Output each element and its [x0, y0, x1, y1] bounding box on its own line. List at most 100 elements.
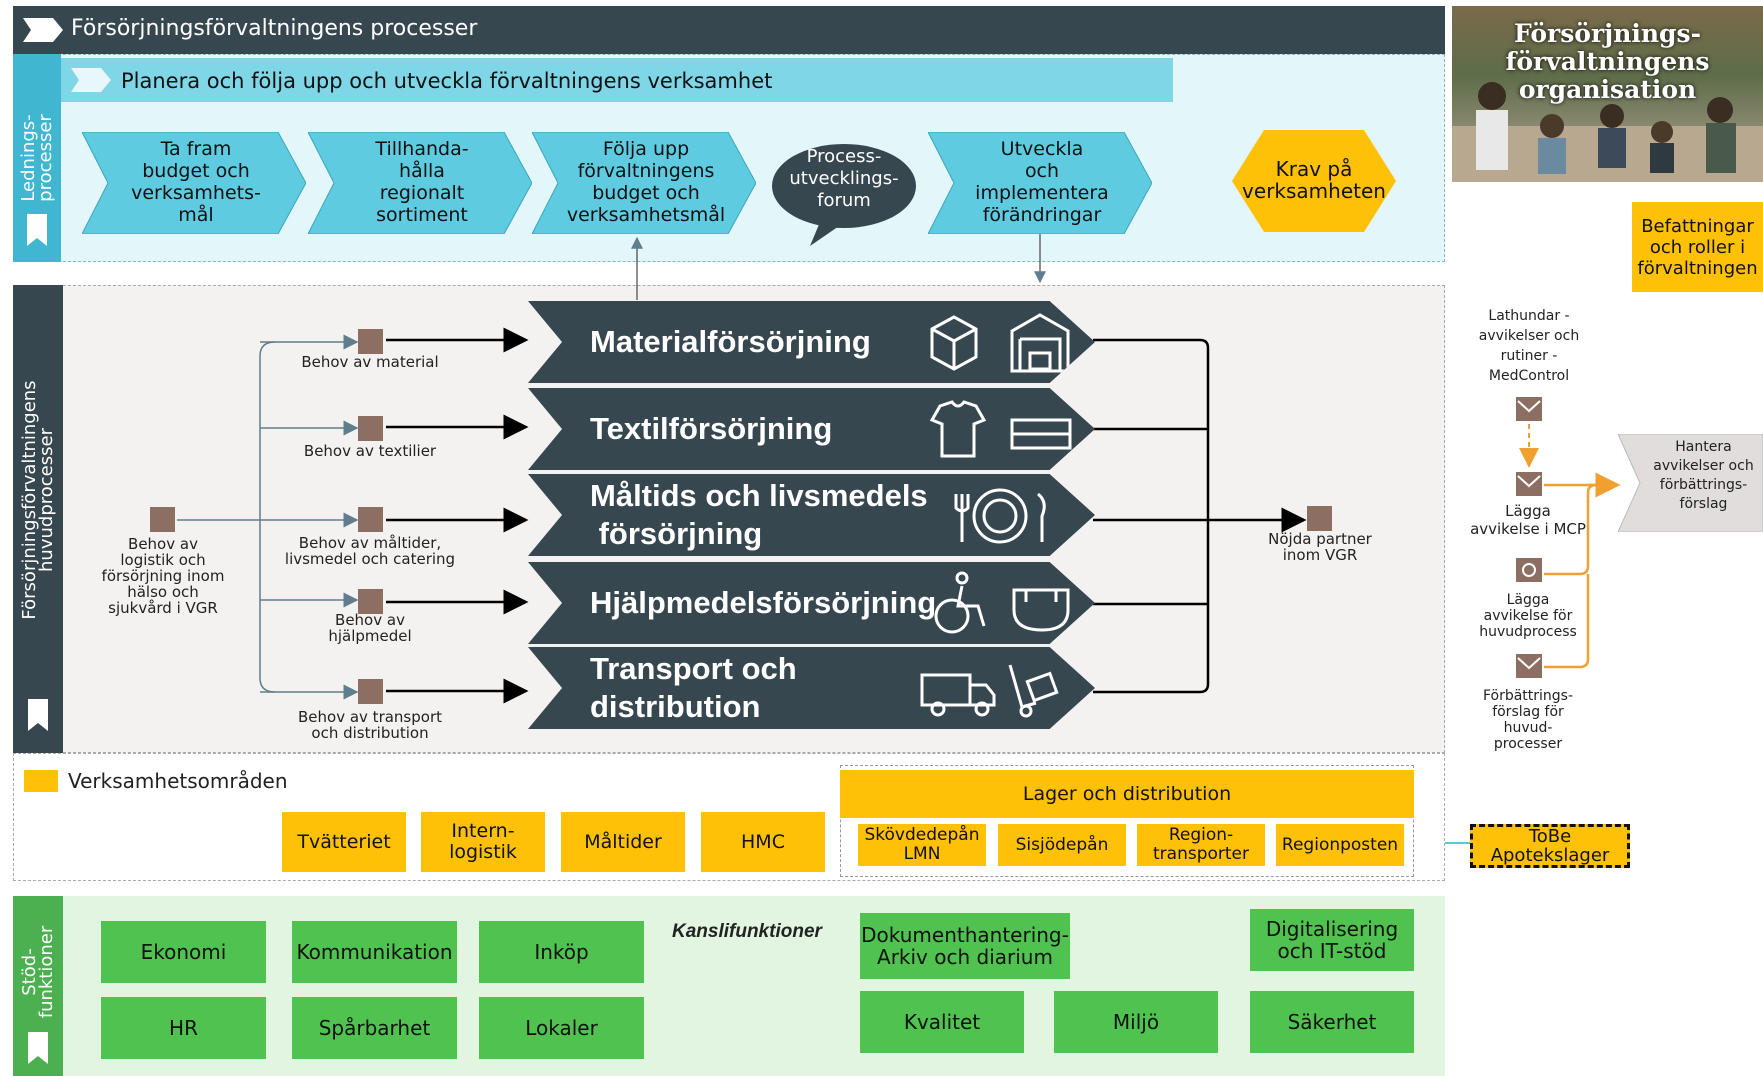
bookmark-icon — [28, 699, 48, 731]
output-label: Nöjda partner inom VGR — [1268, 530, 1372, 564]
stod-item[interactable]: Digitalisering och IT-stöd — [1250, 909, 1414, 971]
stod-side-label: Stöd- funktioner — [19, 925, 57, 1018]
ledning-header: Planera och följa upp och utveckla förva… — [61, 58, 1173, 102]
process-1[interactable]: Materialförsörjning — [528, 301, 1095, 383]
forbattring-label: Förbättrings- förslag för huvud- process… — [1482, 688, 1574, 752]
ledning-step-label: Följa upp förvaltningens budget och verk… — [566, 138, 726, 226]
bookmark-icon — [27, 214, 47, 246]
process-label: Måltids och livsmedels försörjning — [590, 478, 928, 551]
need-marker — [358, 507, 383, 532]
process-label: Materialförsörjning — [590, 324, 871, 359]
ledning-step-label: Tillhanda- hålla regionalt sortiment — [375, 138, 469, 226]
envelope-icon[interactable] — [1516, 397, 1542, 421]
truck-dolly-icon — [920, 664, 1059, 718]
ledning-side: Lednings- processer — [13, 54, 61, 262]
lager-unit[interactable]: Regionposten — [1276, 824, 1404, 866]
chevron-shape — [1618, 434, 1763, 532]
stod-item[interactable]: Säkerhet — [1250, 991, 1414, 1053]
stod-item[interactable]: HR — [101, 997, 266, 1059]
need-marker — [358, 679, 383, 704]
hantera-label: Hantera avvikelser och förbättrings- för… — [1653, 439, 1754, 512]
lager-unit[interactable]: Skövdedepån LMN — [858, 824, 986, 866]
chevron-shape — [928, 132, 1152, 234]
stod-item[interactable]: Kvalitet — [860, 991, 1024, 1053]
stod-side: Stöd- funktioner — [13, 896, 63, 1076]
input-label: Behov av logistik och försörjning inom h… — [101, 535, 225, 617]
input-marker — [150, 507, 175, 532]
huvud-side: Försörjningsförvaltningens huvudprocesse… — [13, 285, 63, 753]
lagga-mcp-label: Lägga avvikelse i MCP — [1470, 502, 1586, 538]
speech-bubble-icon — [772, 144, 916, 246]
tshirt-linen-icon — [929, 400, 1072, 458]
lathund-label: Lathundar - avvikelser och rutiner - Med… — [1478, 308, 1580, 384]
people-photo-icon — [1452, 82, 1763, 182]
huvud-side-label: Försörjningsförvaltningens huvudprocesse… — [19, 380, 57, 620]
ledning-step[interactable]: Ta fram budget och verksamhets- mål — [82, 132, 306, 234]
lager-group — [840, 765, 1414, 877]
chevron-icon — [71, 68, 111, 92]
process-5[interactable]: Transport och distribution — [528, 647, 1095, 729]
stod-item[interactable]: Spårbarhet — [292, 997, 457, 1059]
verksamhet-unit[interactable]: Tvätteriet — [282, 812, 406, 872]
kansli-label: Kanslifunktioner — [672, 921, 822, 942]
ledning-title: Planera och följa upp och utveckla förva… — [121, 69, 773, 93]
process-label: Textilförsörjning — [590, 411, 833, 446]
ledning-step[interactable]: Tillhanda- hålla regionalt sortiment — [308, 132, 532, 234]
lagga-huvud-label: Lägga avvikelse för huvudprocess — [1479, 592, 1577, 640]
process-3[interactable]: Måltids och livsmedels försörjning — [528, 474, 1095, 556]
page-title: Försörjningsförvaltningens processer — [71, 16, 478, 41]
ledning-step-label: Ta fram budget och verksamhets- mål — [131, 138, 261, 226]
ledning-side-label: Lednings- processer — [18, 114, 56, 202]
plate-cutlery-icon — [954, 488, 1046, 544]
hantera-box[interactable]: Hantera avvikelser och förbättrings- för… — [1618, 434, 1763, 532]
need-label: Behov av måltider, livsmedel och caterin… — [284, 534, 456, 568]
krav-label: Krav på verksamheten — [1242, 157, 1386, 203]
stod-item[interactable]: Ekonomi — [101, 921, 266, 983]
need-label: Behov av material — [301, 353, 439, 371]
chevron-icon — [23, 18, 63, 42]
need-label: Behov av textilier — [303, 442, 437, 460]
process-label: Hjälpmedelsförsörjning — [590, 585, 937, 620]
tobe-box: ToBe Apotekslager — [1470, 824, 1630, 868]
ledning-step[interactable]: Följa upp förvaltningens budget och verk… — [532, 132, 756, 234]
verksamhet-unit[interactable]: HMC — [701, 812, 825, 872]
envelope-icon[interactable] — [1516, 472, 1542, 496]
lager-unit[interactable]: Region- transporter — [1137, 824, 1265, 866]
stod-item[interactable]: Lokaler — [479, 997, 644, 1059]
verksamhet-unit[interactable]: Intern- logistik — [421, 812, 545, 872]
process-4[interactable]: Hjälpmedelsförsörjning — [528, 562, 1095, 644]
need-marker — [358, 589, 383, 614]
gear-envelope-icon[interactable] — [1516, 558, 1542, 582]
header-bar: Försörjningsförvaltningens processer — [13, 6, 1445, 54]
stod-item[interactable]: Dokumenthantering- Arkiv och diarium — [860, 913, 1070, 979]
stod-item[interactable]: Inköp — [479, 921, 644, 983]
wheelchair-diaper-icon — [934, 571, 1070, 634]
need-label: Behov av transport och distribution — [298, 708, 442, 742]
stod-item[interactable]: Miljö — [1054, 991, 1218, 1053]
process-2[interactable]: Textilförsörjning — [528, 388, 1095, 470]
forum-bubble: Process- utvecklings- forum — [770, 142, 918, 246]
ledning-step[interactable]: Utveckla och implementera förändringar — [928, 132, 1152, 234]
krav-box: Krav på verksamheten — [1232, 130, 1396, 232]
forum-label: Process- utvecklings- forum — [789, 146, 899, 211]
chevron-shape — [532, 132, 756, 234]
box-warehouse-icon — [930, 313, 1070, 373]
need-marker — [358, 416, 383, 441]
organisation-photo[interactable]: Försörjnings- förvaltningens organisatio… — [1452, 6, 1763, 182]
legend-swatch — [24, 770, 58, 792]
output-marker — [1307, 506, 1332, 531]
verksamhet-unit[interactable]: Måltider — [561, 812, 685, 872]
chevron-shape — [82, 132, 306, 234]
organisation-title: Försörjnings- förvaltningens organisatio… — [1505, 19, 1710, 104]
befattningar-box[interactable]: Befattningar och roller i förvaltningen — [1632, 202, 1763, 292]
bookmark-icon — [28, 1032, 48, 1064]
process-label: Transport och distribution — [590, 651, 797, 724]
stod-item[interactable]: Kommunikation — [292, 921, 457, 983]
need-label: Behov av hjälpmedel — [328, 611, 412, 645]
lager-unit[interactable]: Sisjödepån — [998, 824, 1126, 866]
legend-label: Verksamhetsområden — [68, 769, 288, 793]
lager-title: Lager och distribution — [840, 770, 1414, 818]
chevron-shape — [308, 132, 532, 234]
ledning-step-label: Utveckla och implementera förändringar — [975, 138, 1109, 226]
envelope-icon[interactable] — [1516, 654, 1542, 678]
